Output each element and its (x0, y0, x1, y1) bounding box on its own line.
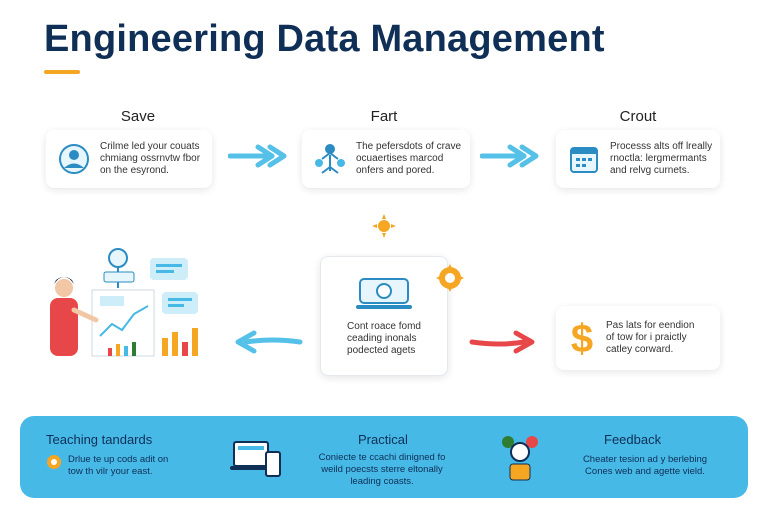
step-text-line: rnoctla: lergmermants (610, 153, 707, 164)
page-title: Engineering Data Management (44, 18, 605, 60)
center-text-line: podected agets (347, 345, 416, 356)
step-text-line: and relvg curnets. (610, 165, 690, 176)
step-text-line: ocuaertises marcod (356, 153, 444, 164)
badge-icon (47, 455, 61, 469)
bottom-banner: Teaching tandards Drlue te up cods adit … (20, 416, 748, 498)
step-card-save[interactable]: Crilme led your couats chmiang ossrnvtw … (46, 130, 212, 188)
feedback-text-line: Cheater tesion ad y berlebing (582, 454, 708, 465)
step-text-line: The pefersdots of crave (356, 141, 462, 152)
dollar-icon: $ (571, 317, 593, 361)
center-text-line: ceading inonals (347, 333, 417, 344)
arrow-right-icon (469, 330, 535, 354)
practical-text-line: leading coasts. (350, 476, 414, 487)
arrow-left-icon (235, 330, 303, 354)
user-circle-icon (59, 144, 89, 174)
step-text-line: Crilme led your couats (100, 141, 200, 152)
storage-box-icon (356, 278, 412, 309)
step-card-fart[interactable]: The pefersdots of crave ocuaertises marc… (302, 130, 470, 188)
teaching-standards-title: Teaching tandards (46, 432, 153, 447)
step-text-line: Processs alts off lreally (610, 141, 713, 152)
step-title-fart: Fart (370, 108, 398, 125)
calendar-icon (570, 147, 598, 173)
teaching-text-line: Drlue te up cods adit on (68, 454, 169, 465)
feedback-person-icon (502, 436, 538, 481)
step-title-save: Save (120, 108, 156, 125)
practical-title: Practical (358, 432, 408, 447)
step-text-line: chmiang ossrnvtw fbor (100, 153, 201, 164)
center-text-line: Cont roace fomd (347, 321, 421, 332)
step-text-line: on the esyrond. (100, 165, 169, 176)
feedback-text-line: Cones web and agette vield. (585, 466, 705, 477)
team-network-icon (315, 144, 345, 174)
right-text-line: catley corward. (606, 344, 674, 355)
presenter-chart-illustration (44, 244, 214, 368)
step-card-crout[interactable]: Processs alts off lreally rnoctla: lergm… (556, 130, 720, 188)
right-text-line: of tow for i praictly (606, 332, 687, 343)
practical-text-line: weild poecsts sterre eltonally (321, 464, 443, 475)
double-arrow-right-icon (228, 144, 287, 168)
step-text-line: onfers and pored. (356, 165, 435, 176)
teaching-text-line: tow th vilr your east. (68, 466, 153, 477)
center-card[interactable]: Cont roace fomd ceading inonals podected… (320, 256, 448, 376)
devices-icon (230, 441, 281, 477)
right-text-line: Pas lats for eendion (606, 320, 695, 331)
title-underline (44, 70, 80, 74)
double-arrow-right-icon (480, 144, 539, 168)
step-title-crout: Crout (619, 108, 657, 125)
svg-text:$: $ (571, 317, 593, 361)
sun-icon (372, 214, 396, 238)
feedback-title: Feedback (604, 432, 662, 447)
practical-text-line: Coniecte te ccachi dinigned fo (318, 452, 446, 463)
right-card[interactable]: $ Pas lats for eendion of tow for i prai… (556, 306, 720, 370)
gear-icon (436, 264, 464, 292)
